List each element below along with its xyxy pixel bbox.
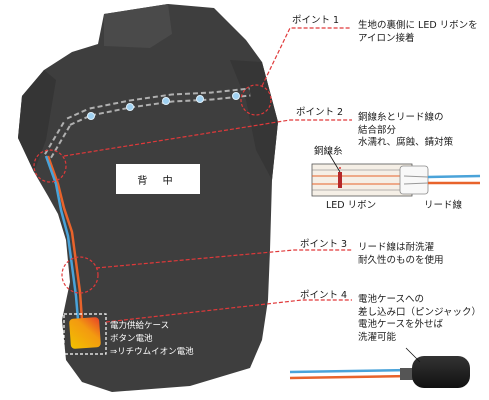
point-3-text: リード線は耐洗濯 耐久性のものを使用 [358,242,444,266]
point-4-title: ポイント 4 [300,290,348,301]
battery-dashed-box [63,313,107,355]
leader-lines [63,27,352,323]
lead-wire-label: リード線 [424,200,463,211]
point-1-text: 生地の裏側に LED リボンを アイロン接着 [358,20,478,44]
led-ribbon-label: LED リボン [326,200,377,211]
battery-plug-detail [289,347,470,388]
garment-shade-left [18,70,56,172]
point-3-title: ポイント 3 [300,239,348,250]
garment-back-shape [18,4,278,392]
point-4-text: 電池ケースへの 差し込み口（ピンジャック） 電池ケースを外せば 洗濯可能 [358,294,482,343]
copper-thread-label: 銅線糸 [314,146,343,157]
wire-blue [44,155,80,321]
point-2-text: 銅線糸とリード線の 結合部分 水濡れ、腐蝕、錆対策 [358,112,454,148]
body-label: 背 中 [116,164,200,194]
led-ribbon-detail [311,151,481,197]
wire-orange [46,155,84,321]
point-markers [33,84,272,294]
battery-label: 電力供給ケース ボタン電池 ⇒リチウムイオン電池 [110,321,194,357]
battery-case [69,317,101,349]
led-dots [87,92,240,120]
garment-collar-fold [104,4,172,48]
point-1-title: ポイント 1 [292,15,340,26]
point-2-title: ポイント 2 [296,107,344,118]
